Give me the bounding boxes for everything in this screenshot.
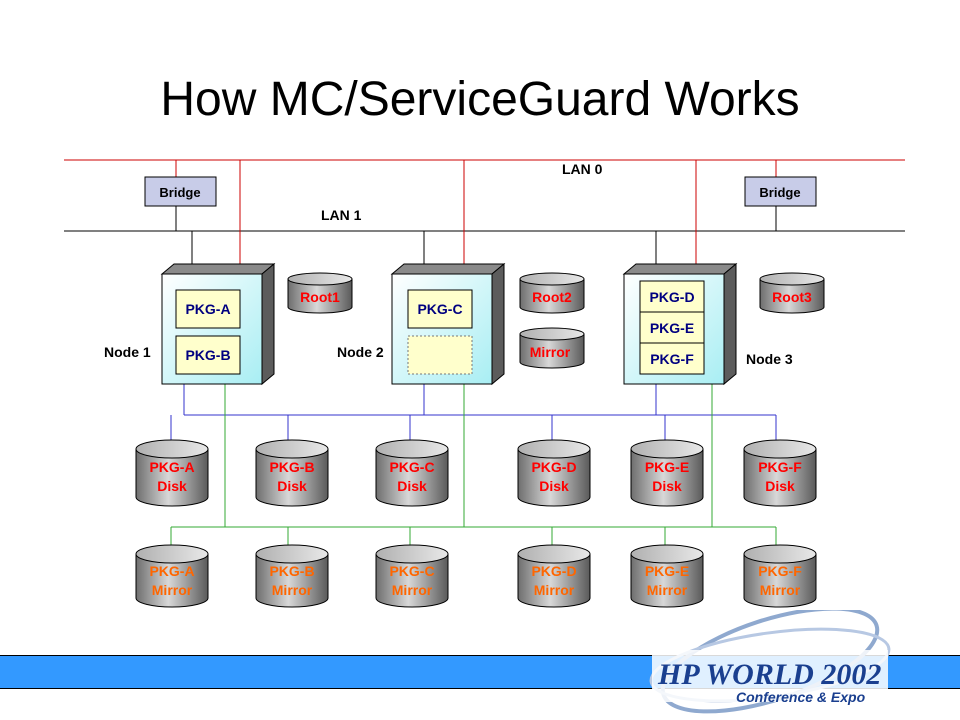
- root2-label: Root2: [532, 289, 572, 305]
- pkg-a-mirror-line2: Mirror: [152, 582, 193, 598]
- pkg-b-mirror-line1: PKG-B: [269, 563, 314, 579]
- pkg-a-disk: PKG-A Disk: [135, 439, 209, 507]
- pkg-b-mirror-line2: Mirror: [272, 582, 313, 598]
- pkg-e-mirror-disk: PKG-E Mirror: [630, 544, 704, 608]
- pkg-c-mirror-line1: PKG-C: [389, 563, 434, 579]
- pkg-c-box: [407, 289, 473, 329]
- pkg-d-disk-line2: Disk: [539, 478, 569, 494]
- pkg-d-disk: PKG-D Disk: [517, 439, 591, 507]
- pkg-d-mirror-line1: PKG-D: [531, 563, 576, 579]
- pkg-c-mirror-line2: Mirror: [392, 582, 433, 598]
- node-2: PKG-C Node 2: [337, 262, 506, 386]
- pkg-c-mirror-disk: PKG-C Mirror: [375, 544, 449, 608]
- pkg-c-disk-line2: Disk: [397, 478, 427, 494]
- pkg-d-disk-line1: PKG-D: [531, 459, 576, 475]
- pkg-d-label: PKG-D: [649, 289, 694, 305]
- pkg-b-mirror-disk: PKG-B Mirror: [255, 544, 329, 608]
- bridge-2: Bridge: [744, 176, 817, 207]
- pkg-a-mirror-disk: PKG-A Mirror: [135, 544, 209, 608]
- hp-world-logo: HP WORLD 2002 Conference & Expo: [649, 610, 891, 714]
- lan0-label: LAN 0: [562, 161, 603, 177]
- pkg-f-disk-line1: PKG-F: [758, 459, 802, 475]
- logo-sub-text: Conference & Expo: [736, 689, 866, 705]
- node-3: PKG-D PKG-E PKG-F Node 3: [622, 262, 793, 386]
- pkg-a-label: PKG-A: [185, 301, 230, 317]
- mirror-bus: [170, 384, 777, 552]
- logo-main-text: HP WORLD 2002: [657, 658, 881, 691]
- pkg-b-disk: PKG-B Disk: [255, 439, 329, 507]
- disk-bus: [170, 384, 777, 445]
- pkg-e-label: PKG-E: [650, 320, 694, 336]
- pkg-e-disk-line2: Disk: [652, 478, 682, 494]
- pkg-a-box: [175, 289, 241, 329]
- pkg-e-mirror-line2: Mirror: [647, 582, 688, 598]
- pkg-e-disk: PKG-E Disk: [630, 439, 704, 507]
- bridge-1-label: Bridge: [159, 185, 200, 200]
- node-1: PKG-A PKG-B Node 1: [104, 262, 276, 386]
- pkg-f-disk: PKG-F Disk: [743, 439, 817, 507]
- pkg-a-disk-line2: Disk: [157, 478, 187, 494]
- pkg-a-mirror-line1: PKG-A: [149, 563, 194, 579]
- pkg-e-box: [639, 311, 705, 344]
- pkg-d-mirror-line2: Mirror: [534, 582, 575, 598]
- pkg-d-mirror-disk: PKG-D Mirror: [517, 544, 591, 608]
- pkg-c-disk-line1: PKG-C: [389, 459, 434, 475]
- pkg-f-disk-line2: Disk: [765, 478, 795, 494]
- pkg-a-disk-line1: PKG-A: [149, 459, 194, 475]
- pkg-b-disk-line1: PKG-B: [269, 459, 314, 475]
- pkg-e-mirror-line1: PKG-E: [645, 563, 689, 579]
- pkg-c-label: PKG-C: [417, 301, 462, 317]
- pkg-e-disk-line1: PKG-E: [645, 459, 689, 475]
- lan1-label: LAN 1: [321, 207, 362, 223]
- root2-disk: Root2: [519, 272, 585, 314]
- pkg-f-mirror-disk: PKG-F Mirror: [743, 544, 817, 608]
- pkg-f-mirror-line1: PKG-F: [758, 563, 802, 579]
- node-1-label: Node 1: [104, 344, 151, 360]
- root-mirror-label: Mirror: [530, 344, 571, 360]
- pkg-f-box: [639, 342, 705, 375]
- root1-label: Root1: [300, 289, 340, 305]
- empty-pkg-slot: [407, 335, 473, 375]
- pkg-b-box: [175, 335, 241, 375]
- node-3-label: Node 3: [746, 351, 793, 367]
- pkg-c-disk: PKG-C Disk: [375, 439, 449, 507]
- node-2-label: Node 2: [337, 344, 384, 360]
- root3-label: Root3: [772, 289, 812, 305]
- pkg-b-disk-line2: Disk: [277, 478, 307, 494]
- pkg-f-mirror-line2: Mirror: [760, 582, 801, 598]
- bridge-1: Bridge: [144, 176, 217, 207]
- root1-disk: Root1: [287, 272, 353, 314]
- bridge-2-label: Bridge: [759, 185, 800, 200]
- slide-title: How MC/ServiceGuard Works: [160, 73, 800, 126]
- pkg-f-label: PKG-F: [650, 351, 694, 367]
- root3-disk: Root3: [759, 272, 825, 314]
- root-mirror-disk: Mirror: [519, 327, 585, 369]
- pkg-b-label: PKG-B: [185, 347, 230, 363]
